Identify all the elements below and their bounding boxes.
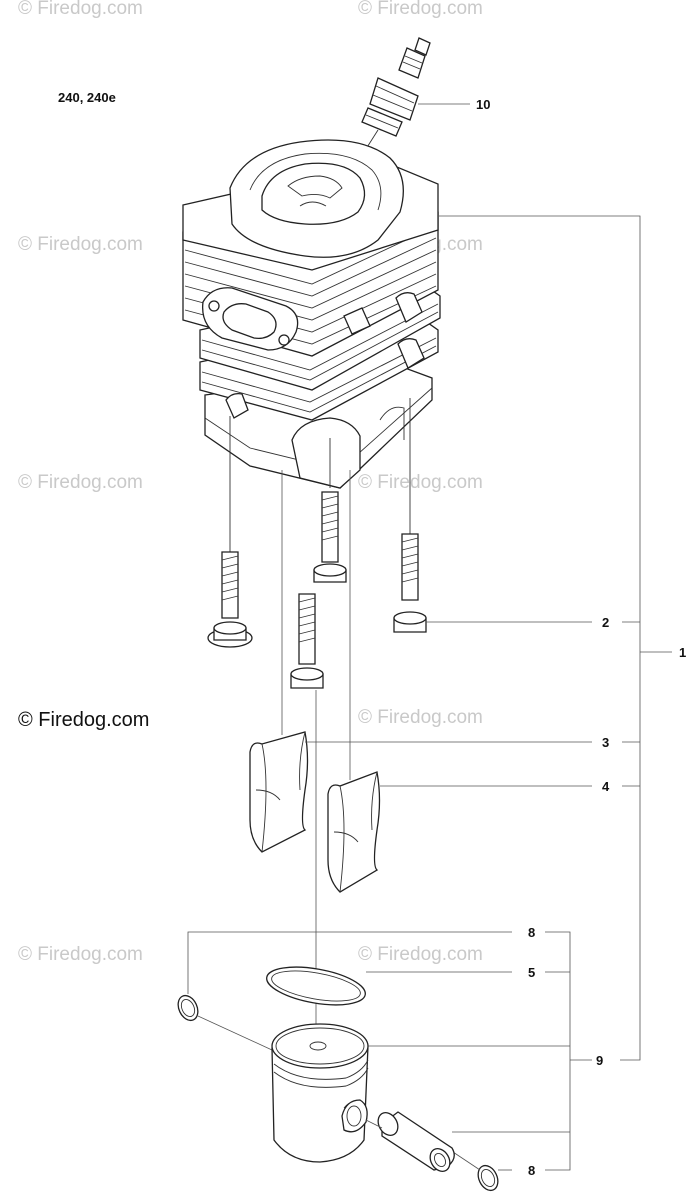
model-label: 240, 240e (58, 90, 116, 105)
watermark: © Firedog.com (18, 234, 143, 255)
circlip (449, 1149, 512, 1192)
circlip (177, 931, 512, 1051)
callout-9: 10 (476, 97, 490, 112)
cylinder-bolt (393, 398, 592, 633)
watermark: © Firedog.com (18, 0, 143, 19)
cylinder-bolt (290, 593, 324, 689)
watermark-main: © Firedog.com (18, 709, 149, 731)
watermark: © Firedog.com (358, 472, 483, 493)
piston-pin (365, 1111, 570, 1172)
watermark: © Firedog.com (18, 944, 143, 965)
cylinder (182, 139, 441, 489)
callout-8: 8 (528, 925, 535, 940)
cylinder-bolt (313, 438, 347, 583)
callout-8: 8 (528, 1163, 535, 1178)
watermark: © Firedog.com (358, 707, 483, 728)
spark-plug (344, 37, 431, 183)
piston-ring (266, 966, 512, 1006)
callout-3: 3 (602, 735, 609, 750)
callout-2: 2 (602, 615, 609, 630)
watermark-group: © Firedog.com © Firedog.com © Firedog.co… (18, 0, 483, 965)
callout-4: 4 (602, 779, 610, 794)
watermark: © Firedog.com (18, 472, 143, 493)
watermark: © Firedog.com (358, 0, 483, 19)
transfer-port-cover (327, 771, 592, 893)
callout-10: 9 (596, 1053, 603, 1068)
watermark: © Firedog.com (358, 944, 483, 965)
transfer-port-cover (249, 731, 592, 853)
callout-1: 1 (679, 645, 686, 660)
cylinder-bolt (207, 416, 253, 648)
callout-5: 5 (528, 965, 535, 980)
piston (271, 1023, 570, 1163)
